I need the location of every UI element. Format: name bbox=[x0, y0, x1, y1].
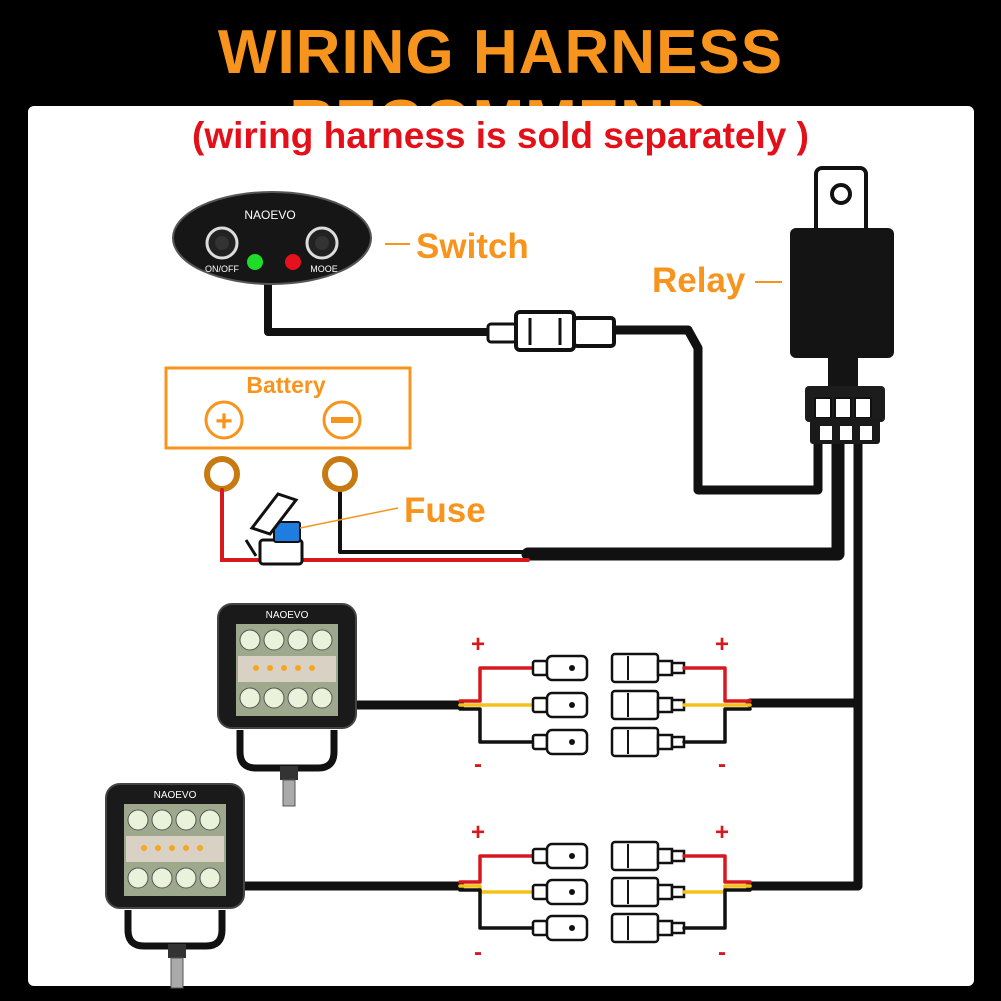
light-brand-upper: NAOEVO bbox=[266, 610, 309, 621]
switch-panel: NAOEVO ON/OFF MOOE bbox=[172, 191, 372, 285]
minus-sign-right-lower: - bbox=[718, 939, 726, 966]
green-indicator-led bbox=[247, 254, 263, 270]
page-subtitle: (wiring harness is sold separately ) bbox=[192, 115, 809, 156]
switch-label: Switch bbox=[416, 227, 529, 266]
connector-set-lower: + + - - bbox=[458, 819, 752, 966]
plus-sign-right-upper: + bbox=[715, 631, 729, 658]
light-brand-lower: NAOEVO bbox=[154, 790, 197, 801]
battery-negative-sign bbox=[331, 417, 353, 423]
plus-sign-left-lower: + bbox=[471, 819, 485, 846]
on-off-label: ON/OFF bbox=[205, 264, 239, 274]
positive-fuse-wire bbox=[220, 488, 530, 562]
relay-label: Relay bbox=[652, 261, 746, 300]
plus-sign-right-lower: + bbox=[715, 819, 729, 846]
harness-wires bbox=[235, 278, 863, 891]
switch-plug-connector bbox=[486, 310, 616, 352]
battery-positive-terminal bbox=[204, 400, 244, 440]
red-indicator-led bbox=[285, 254, 301, 270]
minus-sign-right-upper: - bbox=[718, 751, 726, 778]
minus-sign-left-upper: - bbox=[474, 751, 482, 778]
battery: Battery + bbox=[164, 366, 412, 450]
fuse-holder bbox=[244, 492, 304, 566]
plus-sign-left-upper: + bbox=[471, 631, 485, 658]
ring-terminals bbox=[204, 456, 358, 492]
led-light-pod-lower: NAOEVO bbox=[105, 783, 245, 989]
fuse-label: Fuse bbox=[404, 491, 486, 530]
switch-brand: NAOEVO bbox=[244, 208, 295, 222]
battery-positive-sign: + bbox=[215, 405, 233, 438]
battery-label: Battery bbox=[246, 372, 325, 398]
connector-set-upper: + + - - bbox=[458, 631, 752, 778]
led-light-pod-upper: NAOEVO bbox=[217, 603, 357, 807]
minus-sign-left-lower: - bbox=[474, 939, 482, 966]
fuse-leader-line bbox=[299, 507, 399, 529]
mode-label: MOOE bbox=[310, 264, 338, 274]
relay bbox=[790, 166, 894, 444]
